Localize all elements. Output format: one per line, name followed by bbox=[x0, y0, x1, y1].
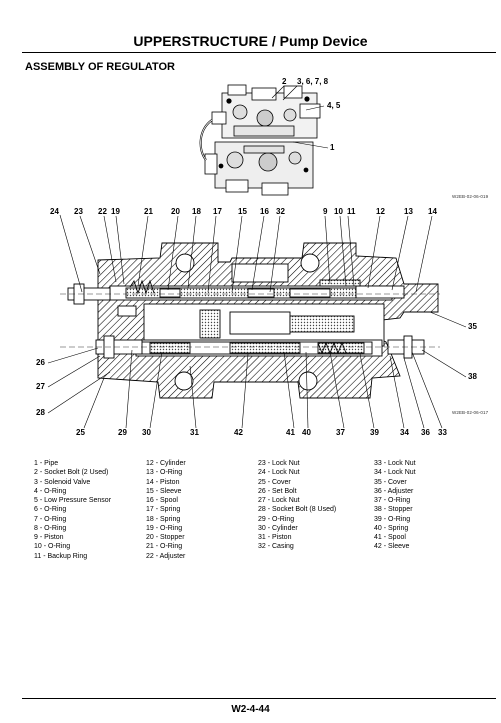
callout-29: 29 bbox=[118, 428, 127, 437]
list-item: 16 - Spool bbox=[146, 497, 178, 504]
list-item: 29 - O-Ring bbox=[258, 515, 295, 523]
callout-42: 42 bbox=[234, 428, 243, 437]
list-item: 31 - Piston bbox=[258, 534, 292, 541]
list-item: 32 - Casing bbox=[258, 543, 294, 551]
list-item: 13 - O-Ring bbox=[146, 469, 183, 477]
callout-40: 40 bbox=[302, 428, 311, 437]
list-item: 35 - Cover bbox=[374, 478, 407, 486]
callout-21: 21 bbox=[144, 207, 153, 216]
list-item: 15 - Sleeve bbox=[146, 487, 182, 495]
list-item: 41 - Spool bbox=[374, 534, 406, 541]
parts-list-col3: 23 - Lock Nut 24 - Lock Nut 25 - Cover 2… bbox=[258, 459, 336, 552]
list-item: 1 - Pipe bbox=[34, 460, 59, 467]
list-item: 42 - Sleeve bbox=[374, 543, 410, 551]
callout-leaders bbox=[47, 214, 467, 429]
list-item: 14 - Piston bbox=[146, 478, 180, 486]
page-header-title: UPPERSTRUCTURE / Pump Device bbox=[133, 33, 368, 49]
callout-9: 9 bbox=[323, 207, 328, 216]
callout-34: 34 bbox=[400, 428, 409, 437]
exterior-view bbox=[199, 84, 329, 196]
parts-list-col4: 33 - Lock Nut 34 - Lock Nut 35 - Cover 3… bbox=[374, 459, 416, 552]
parts-list-col2: 12 - Cylinder 13 - O-Ring 14 - Piston 15… bbox=[146, 459, 186, 561]
callout-31: 31 bbox=[190, 428, 199, 437]
callout-36: 36 bbox=[421, 428, 430, 437]
figure-code-top: W2EB-02-06-019 bbox=[452, 194, 489, 199]
callout-22: 22 bbox=[98, 207, 107, 216]
list-item: 40 - Spring bbox=[374, 524, 409, 532]
section-title: ASSEMBLY OF REGULATOR bbox=[25, 61, 175, 73]
footer-divider bbox=[22, 698, 496, 699]
callout-1: 1 bbox=[330, 143, 335, 152]
list-item: 10 - O-Ring bbox=[34, 543, 71, 551]
list-item: 26 - Set Bolt bbox=[258, 487, 297, 495]
list-item: 33 - Lock Nut bbox=[374, 460, 416, 467]
list-item: 7 - O-Ring bbox=[34, 515, 67, 523]
callout-15: 15 bbox=[238, 207, 247, 216]
callout-27: 27 bbox=[36, 382, 45, 391]
callout-24: 24 bbox=[50, 207, 59, 216]
callout-28: 28 bbox=[36, 408, 45, 417]
list-item: 38 - Stopper bbox=[374, 506, 413, 514]
list-item: 19 - O-Ring bbox=[146, 524, 183, 532]
callout-25: 25 bbox=[76, 428, 85, 437]
callout-14: 14 bbox=[428, 207, 437, 216]
callout-37: 37 bbox=[336, 428, 345, 437]
list-item: 24 - Lock Nut bbox=[258, 469, 300, 477]
list-item: 39 - O-Ring bbox=[374, 515, 411, 523]
list-item: 9 - Piston bbox=[34, 534, 64, 541]
list-item: 21 - O-Ring bbox=[146, 543, 183, 551]
list-item: 12 - Cylinder bbox=[146, 460, 186, 467]
header-divider bbox=[22, 52, 496, 53]
callout-18: 18 bbox=[192, 207, 201, 216]
list-item: 30 - Cylinder bbox=[258, 524, 298, 532]
callout-16: 16 bbox=[260, 207, 269, 216]
figure-code-bottom: W2EB-02-06-017 bbox=[452, 410, 489, 415]
callout-20: 20 bbox=[171, 207, 180, 216]
list-item: 4 - O-Ring bbox=[34, 487, 67, 495]
callout-17: 17 bbox=[213, 207, 222, 216]
list-item: 2 - Socket Bolt (2 Used) bbox=[34, 469, 109, 477]
list-item: 3 - Solenoid Valve bbox=[34, 478, 91, 486]
callout-13: 13 bbox=[404, 207, 413, 216]
list-item: 25 - Cover bbox=[258, 478, 291, 486]
list-item: 23 - Lock Nut bbox=[258, 460, 300, 467]
list-item: 5 - Low Pressure Sensor bbox=[34, 497, 112, 504]
callout-30: 30 bbox=[142, 428, 151, 437]
callout-32: 32 bbox=[276, 207, 285, 216]
list-item: 11 - Backup Ring bbox=[34, 552, 88, 560]
callout-41: 41 bbox=[286, 428, 295, 437]
callout-23: 23 bbox=[74, 207, 83, 216]
list-item: 28 - Socket Bolt (8 Used) bbox=[258, 506, 337, 514]
cross-section bbox=[60, 242, 440, 399]
callout-39: 39 bbox=[370, 428, 379, 437]
list-item: 20 - Stopper bbox=[146, 534, 185, 541]
list-item: 6 - O-Ring bbox=[34, 506, 67, 514]
list-item: 36 - Adjuster bbox=[374, 487, 414, 495]
callout-11: 11 bbox=[347, 207, 356, 216]
list-item: 8 - O-Ring bbox=[34, 524, 67, 532]
list-item: 18 - Spring bbox=[146, 515, 181, 523]
callout-38: 38 bbox=[468, 372, 477, 381]
callout-19: 19 bbox=[111, 207, 120, 216]
list-item: 22 - Adjuster bbox=[146, 552, 186, 560]
callout-26: 26 bbox=[36, 358, 45, 367]
parts-list-col1: 1 - Pipe 2 - Socket Bolt (2 Used) 3 - So… bbox=[34, 459, 111, 561]
list-item: 27 - Lock Nut bbox=[258, 497, 300, 504]
callout-10: 10 bbox=[334, 207, 343, 216]
callout-12: 12 bbox=[376, 207, 385, 216]
callout-4-5: 4, 5 bbox=[327, 101, 341, 110]
list-item: 17 - Spring bbox=[146, 506, 181, 514]
page-number: W2-4-44 bbox=[231, 704, 270, 715]
callout-35: 35 bbox=[468, 322, 477, 331]
list-item: 37 - O-Ring bbox=[374, 497, 411, 504]
list-item: 34 - Lock Nut bbox=[374, 469, 416, 477]
callout-33: 33 bbox=[438, 428, 447, 437]
callout-2: 2 bbox=[282, 77, 287, 86]
callout-3-6-7-8: 3, 6, 7, 8 bbox=[297, 77, 329, 86]
